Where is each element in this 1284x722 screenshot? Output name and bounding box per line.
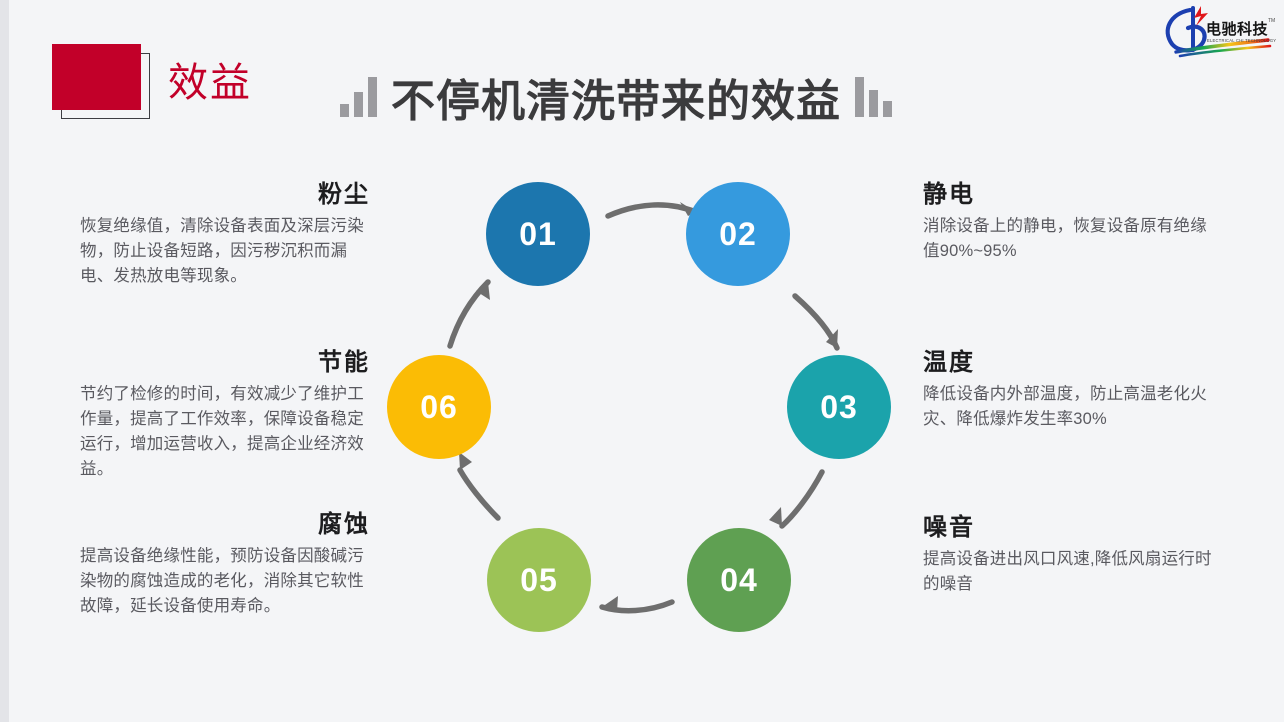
arrow-01-to-02 xyxy=(605,202,699,219)
cycle-node-02-number: 02 xyxy=(719,215,757,252)
badge-filled-square xyxy=(52,44,141,110)
benefit-body-dust: 恢复绝缘值，清除设备表面及深层污染物，防止设备短路，因污秽沉积而漏电、发热放电等… xyxy=(80,217,364,286)
company-logo: 电驰科技 ELECTRICAL CHI TECHNOLOGY TM xyxy=(1160,2,1276,58)
cycle-node-06-number: 06 xyxy=(420,388,458,425)
arrowhead-04-to-05 xyxy=(602,596,618,612)
logo-brand-cn: 电驰科技 xyxy=(1206,20,1269,38)
benefit-body-noise: 提高设备进出风口风速,降低风扇运行时的噪音 xyxy=(923,550,1212,594)
benefit-block-dust: 粉尘 恢复绝缘值，清除设备表面及深层污染物，防止设备短路，因污秽沉积而漏电、发热… xyxy=(80,181,370,289)
cycle-node-05-number: 05 xyxy=(520,561,558,598)
benefit-block-energy: 节能 节约了检修的时间，有效减少了维护工作量，提高了工作效率，保障设备稳定运行，… xyxy=(80,349,370,482)
cycle-node-05[interactable]: 05 xyxy=(487,528,591,632)
benefit-title-energy: 节能 xyxy=(318,349,370,376)
benefit-title-noise: 噪音 xyxy=(923,514,975,541)
cycle-node-04-number: 04 xyxy=(720,561,758,598)
benefit-body-energy: 节约了检修的时间，有效减少了维护工作量，提高了工作效率，保障设备稳定运行，增加运… xyxy=(80,385,364,479)
cycle-node-03-number: 03 xyxy=(820,388,858,425)
benefit-body-corrosion: 提高设备绝缘性能，预防设备因酸碱污染物的腐蚀造成的老化，消除其它软性故障，延长设… xyxy=(80,547,364,616)
benefit-block-temperature: 温度 降低设备内外部温度，防止高温老化火灾、降低爆炸发生率30% xyxy=(923,349,1213,432)
cycle-diagram: 01 02 03 04 05 06 xyxy=(370,160,930,670)
arrow-06-to-01 xyxy=(447,279,491,349)
cycle-node-03[interactable]: 03 xyxy=(787,355,891,459)
benefit-block-corrosion: 腐蚀 提高设备绝缘性能，预防设备因酸碱污染物的腐蚀造成的老化，消除其它软性故障，… xyxy=(80,511,370,619)
cycle-node-02[interactable]: 02 xyxy=(686,182,790,286)
arrowhead-05-to-06 xyxy=(459,452,472,470)
section-badge xyxy=(52,44,156,120)
benefit-title-corrosion: 腐蚀 xyxy=(318,511,370,538)
bar-chart-icon-right xyxy=(855,77,892,117)
arrowhead-02-to-03 xyxy=(826,329,838,348)
benefit-body-temperature: 降低设备内外部温度，防止高温老化火灾、降低爆炸发生率30% xyxy=(923,385,1207,429)
arrowhead-06-to-01 xyxy=(476,282,490,300)
arrow-04-to-05 xyxy=(599,599,675,614)
logo-trademark: TM xyxy=(1268,18,1275,24)
benefit-title-temperature: 温度 xyxy=(923,349,975,376)
logo-artwork: 电驰科技 ELECTRICAL CHI TECHNOLOGY TM xyxy=(1165,6,1276,58)
cycle-node-04[interactable]: 04 xyxy=(687,528,791,632)
page-title-text: 不停机清洗带来的效益 xyxy=(391,77,841,126)
arrow-05-to-06 xyxy=(457,467,501,521)
benefit-title-static: 静电 xyxy=(923,181,975,208)
cycle-node-01-number: 01 xyxy=(519,215,557,252)
logo-brand-en: ELECTRICAL CHI TECHNOLOGY xyxy=(1207,38,1276,43)
benefit-block-noise: 噪音 提高设备进出风口风速,降低风扇运行时的噪音 xyxy=(923,514,1213,597)
benefit-body-static: 消除设备上的静电，恢复设备原有绝缘值90%~95% xyxy=(923,217,1207,261)
section-badge-label: 效益 xyxy=(168,61,252,105)
benefit-title-dust: 粉尘 xyxy=(318,181,370,208)
page-title: 不停机清洗带来的效益 xyxy=(340,68,892,126)
benefit-block-static: 静电 消除设备上的静电，恢复设备原有绝缘值90%~95% xyxy=(923,181,1213,264)
left-edge-strip xyxy=(0,0,9,722)
cycle-node-06[interactable]: 06 xyxy=(387,355,491,459)
bar-chart-icon-left xyxy=(340,77,377,117)
arrowhead-03-to-04 xyxy=(769,507,782,526)
arrow-02-to-03 xyxy=(792,293,840,351)
cycle-node-01[interactable]: 01 xyxy=(486,182,590,286)
arrow-03-to-04 xyxy=(779,469,825,529)
